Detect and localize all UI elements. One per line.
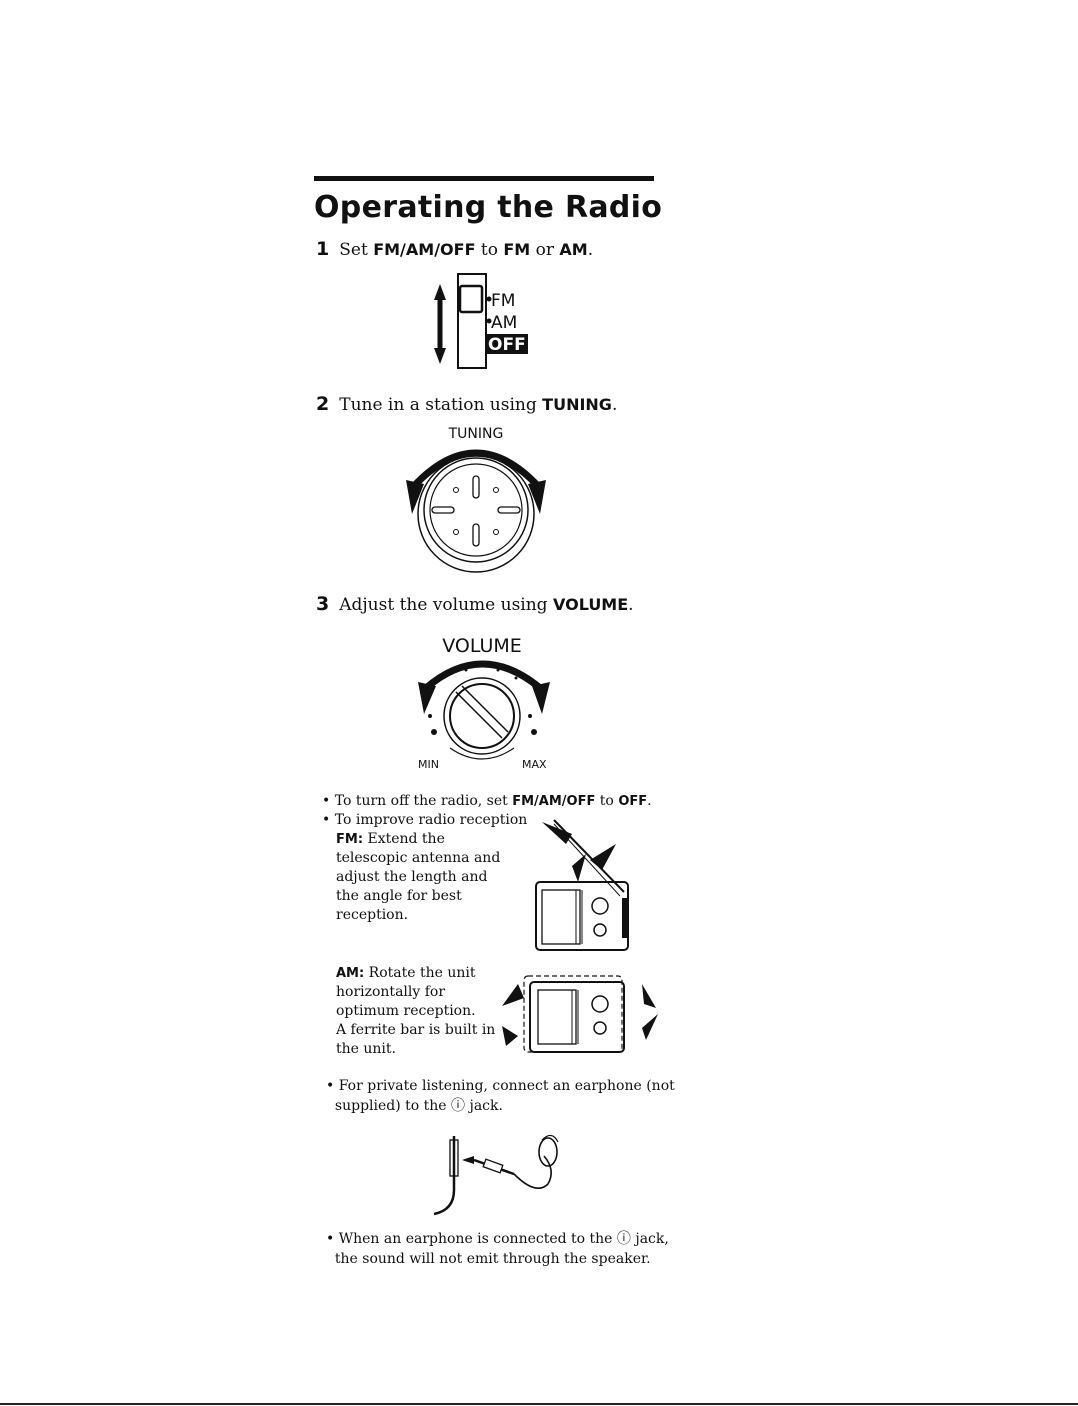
bullet-turn-off: • To turn off the radio, set FM/AM/OFF t… — [322, 793, 652, 809]
am-label: AM — [491, 313, 517, 333]
step-number: 2 — [316, 393, 330, 415]
fm-instructions: FM: Extend the telescopic antenna and ad… — [336, 831, 501, 923]
tuning-dial-figure: TUNING — [406, 426, 546, 573]
bullet-speaker-note: • When an earphone is connected to the ⓘ… — [326, 1231, 669, 1267]
bullet-private-listening: • For private listening, connect an earp… — [326, 1078, 675, 1114]
earphone-figure — [433, 1134, 559, 1216]
page-title: Operating the Radio — [314, 190, 663, 225]
min-label: MIN — [418, 758, 439, 771]
tuning-label: TUNING — [448, 426, 504, 442]
page-bottom-edge — [0, 1403, 1078, 1405]
control-name: VOLUME — [552, 595, 629, 614]
earphone-jack-icon — [462, 1156, 515, 1176]
rotation-figure — [502, 975, 658, 1053]
volume-label: VOLUME — [442, 635, 522, 657]
step-number: 1 — [316, 238, 330, 260]
fm-label: FM — [491, 291, 515, 311]
am-instructions: AM: Rotate the unit horizontally for opt… — [336, 965, 496, 1057]
control-name: FM/AM/OFF — [373, 240, 476, 259]
volume-dial-figure: VOLUME MIN MAX — [418, 635, 550, 771]
bullet-reception: • To improve radio reception — [322, 812, 528, 828]
step-number: 3 — [316, 593, 330, 615]
control-name: TUNING — [542, 395, 612, 414]
antenna-icon — [542, 819, 625, 897]
off-label: OFF — [488, 335, 526, 355]
rotate-arrow-icon — [502, 984, 658, 1046]
max-label: MAX — [522, 758, 547, 771]
title-rule — [314, 176, 654, 181]
fm-am-off-switch-figure: FM AM OFF — [434, 273, 528, 369]
antenna-figure — [535, 819, 629, 951]
